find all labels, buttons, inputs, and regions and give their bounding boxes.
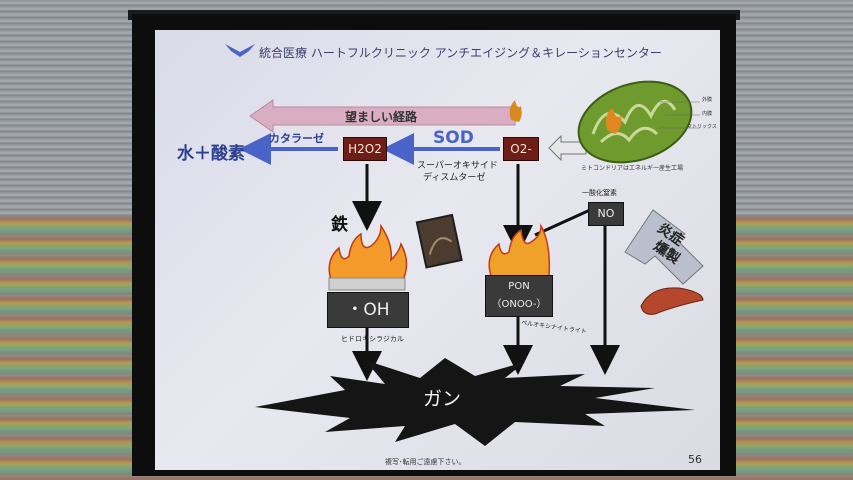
mito-label-2: 内膜 (702, 111, 713, 117)
h2o2-box: H2O2 (343, 137, 387, 161)
inflammation-arrow (624, 209, 704, 285)
sod-label: SOD (433, 128, 474, 148)
mito-caption: ミトコンドリアはエネルギー産生工場 (581, 165, 684, 172)
small-flame-icon (509, 100, 522, 122)
footer-note: 複写･転用ご遠慮下さい。 (385, 458, 466, 466)
smoked-meat-icon (640, 287, 704, 315)
sod-name-line1: スーパーオキサイド (417, 161, 498, 171)
pon-fire-icon (488, 223, 551, 277)
preferred-path-label: 望ましい経路 (345, 110, 418, 124)
sod-name-line2: ディスムターゼ (423, 173, 486, 183)
pon-box: PON （ONOO-） (485, 275, 553, 317)
fire-icon (328, 223, 408, 291)
pon-line1: PON (508, 281, 530, 292)
catalase-label: カタラーゼ (269, 132, 324, 145)
mito-label-3: マトリックス (687, 124, 717, 130)
mito-label-1: 外膜 (702, 97, 713, 103)
diagram-graphics (239, 80, 704, 446)
o2-box: O2- (503, 137, 539, 161)
iron-label: 鉄 (331, 215, 348, 235)
oh-name-label: ヒドロキシラジカル (341, 335, 404, 343)
slide: 統合医療 ハートフルクリニック アンチエイジング＆キレーションセンター (155, 30, 720, 470)
pon-line2: （ONOO-） (491, 299, 547, 310)
mitochondria-icon (577, 80, 693, 164)
oh-box: ・OH (327, 292, 409, 328)
clinic-logo-icon (225, 44, 255, 57)
cancer-burst (255, 358, 695, 446)
no-box: NO (588, 202, 624, 226)
page-number: 56 (688, 453, 702, 466)
cancer-label: ガン (423, 388, 462, 410)
no-name-label: 一酸化窒素 (582, 189, 617, 197)
smoke-photo (415, 213, 463, 269)
water-oxygen-label: 水＋酸素 (177, 144, 245, 164)
slide-header-title: 統合医療 ハートフルクリニック アンチエイジング＆キレーションセンター (259, 46, 662, 60)
